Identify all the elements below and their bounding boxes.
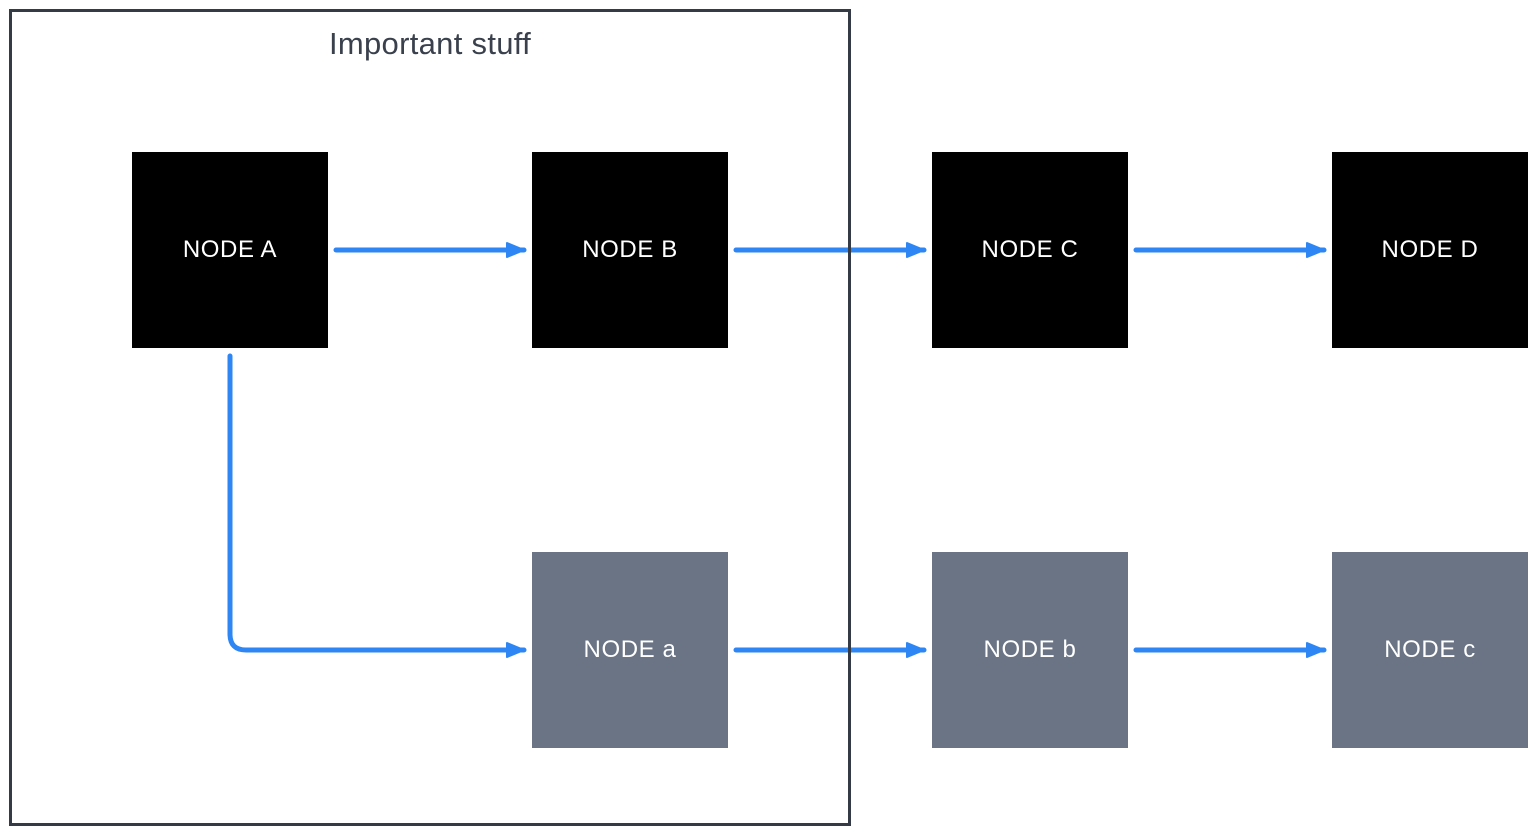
edge-node-a-upper-to-node-a-lower[interactable] xyxy=(227,353,527,658)
node-c-upper-label: NODE C xyxy=(981,236,1079,263)
node-b-lower[interactable]: NODE b xyxy=(932,552,1128,748)
node-a-lower[interactable]: NODE a xyxy=(532,552,728,748)
node-d-upper[interactable]: NODE D xyxy=(1332,152,1528,348)
frame-title[interactable]: Important stuff xyxy=(328,26,532,61)
node-a-lower-label: NODE a xyxy=(583,636,677,663)
node-c-lower-label: NODE c xyxy=(1384,636,1476,663)
node-c-lower[interactable]: NODE c xyxy=(1332,552,1528,748)
node-a-upper[interactable]: NODE A xyxy=(132,152,328,348)
node-b-upper-label: NODE B xyxy=(582,236,678,263)
node-a-upper-label: NODE A xyxy=(182,236,278,263)
node-b-lower-label: NODE b xyxy=(983,636,1077,663)
node-b-upper[interactable]: NODE B xyxy=(532,152,728,348)
node-c-upper[interactable]: NODE C xyxy=(932,152,1128,348)
node-d-upper-label: NODE D xyxy=(1381,236,1479,263)
